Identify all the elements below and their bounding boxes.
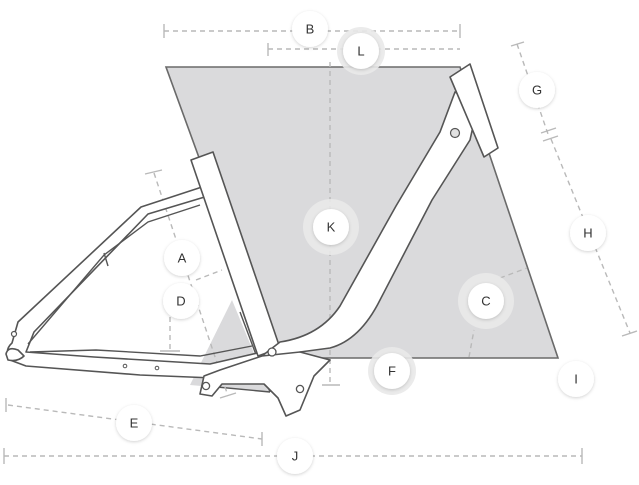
rear-axle bbox=[10, 330, 18, 338]
badge-e: E bbox=[116, 405, 152, 441]
badge-g-text: G bbox=[532, 83, 542, 98]
dim-tick-a-top bbox=[144, 169, 163, 175]
dim-tick-h-top bbox=[542, 135, 559, 142]
badge-a-text: A bbox=[178, 251, 187, 266]
bottle-mount-1 bbox=[122, 363, 128, 369]
badge-j-text: J bbox=[292, 449, 299, 464]
badge-d-text: D bbox=[176, 294, 185, 309]
badge-l: L bbox=[337, 27, 385, 75]
badge-c-text: C bbox=[481, 294, 490, 309]
badge-l-text: L bbox=[357, 44, 364, 59]
dim-line-h bbox=[550, 138, 631, 334]
badge-a: A bbox=[164, 240, 200, 276]
rear-triangle bbox=[6, 185, 269, 379]
badge-e-text: E bbox=[130, 416, 139, 431]
brake-mount-tab bbox=[103, 252, 109, 267]
dim-tick-g-top bbox=[510, 41, 525, 47]
chainstay-inner bbox=[29, 345, 253, 357]
dim-line-c bbox=[468, 329, 475, 358]
dim-line-c-arc bbox=[499, 267, 528, 279]
badge-j: J bbox=[277, 438, 313, 474]
badge-b: B bbox=[292, 11, 328, 47]
motor-bolt-rear bbox=[201, 381, 211, 391]
badge-i: I bbox=[558, 361, 594, 397]
badge-d: D bbox=[163, 283, 199, 319]
badge-k: K bbox=[303, 199, 359, 255]
dim-tick-a-bottom bbox=[219, 392, 237, 399]
head-tube bbox=[449, 63, 499, 158]
badge-h: H bbox=[570, 215, 606, 251]
head-tube-bolt bbox=[449, 127, 461, 139]
badge-b-text: B bbox=[306, 22, 315, 37]
dim-line-a bbox=[153, 172, 229, 397]
badge-f: F bbox=[368, 347, 416, 395]
badge-c: C bbox=[458, 273, 514, 329]
rear-triangle-inner bbox=[27, 204, 201, 345]
bike-frame bbox=[5, 63, 499, 417]
motor-bolt-front bbox=[295, 384, 305, 394]
dim-tick-g-bottom bbox=[540, 127, 557, 134]
dim-line-d-arc bbox=[195, 269, 223, 281]
badge-h-text: H bbox=[583, 226, 592, 241]
badge-i-text: I bbox=[574, 372, 578, 387]
badge-k-text: K bbox=[327, 220, 336, 235]
dim-tick-h-bottom bbox=[621, 330, 638, 337]
bottom-bracket bbox=[267, 347, 277, 357]
rear-dropout bbox=[5, 347, 25, 362]
motor-housing bbox=[199, 351, 331, 417]
badge-f-text: F bbox=[388, 364, 396, 379]
badge-g: G bbox=[519, 72, 555, 108]
bottle-mount-2 bbox=[154, 365, 160, 371]
